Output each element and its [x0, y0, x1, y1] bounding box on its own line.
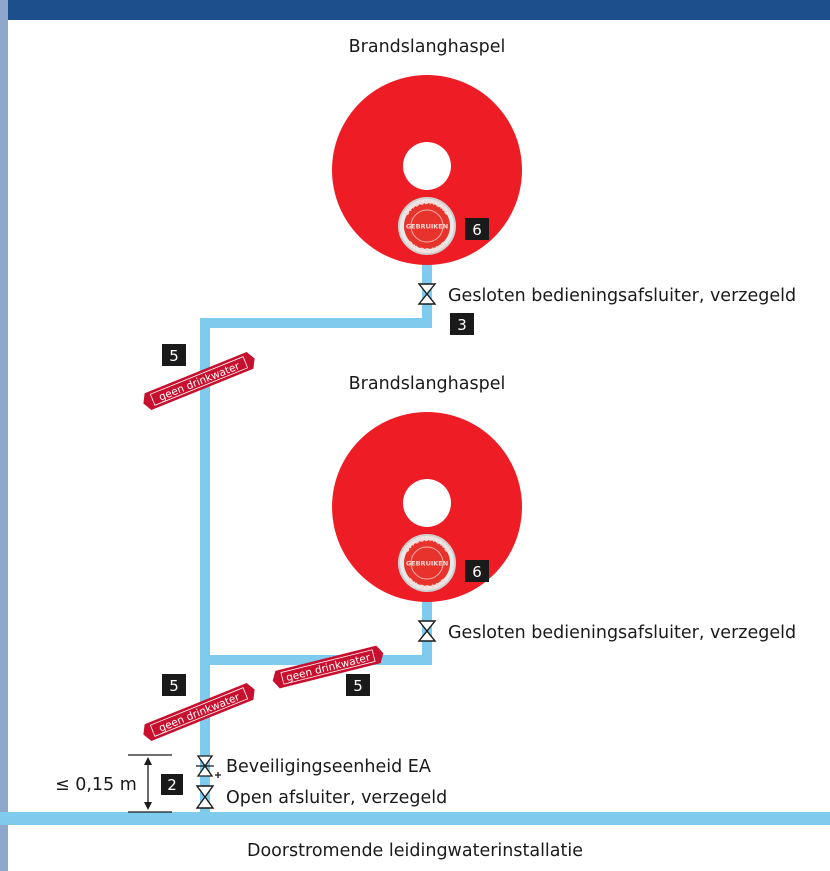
top-branch-pipe	[200, 318, 432, 328]
tag-5-top: 5	[162, 344, 186, 366]
main-pipe	[0, 812, 830, 825]
open-valve-label: Open afsluiter, verzegeld	[226, 788, 447, 808]
tag-5-left: 5	[162, 674, 186, 696]
bottom-branch-pipe	[200, 655, 432, 665]
valve-symbol-icon	[195, 785, 215, 809]
left-border	[0, 0, 8, 871]
svg-text:3: 3	[457, 316, 467, 334]
seal-bottom-line2: GEBRUIKEN	[406, 560, 448, 568]
reel-bottom-title: Brandslanghaspel	[349, 374, 506, 394]
dimension-arrow-icon	[128, 754, 172, 813]
svg-text:5: 5	[353, 677, 363, 695]
svg-text:6: 6	[472, 563, 482, 581]
reel-bottom-hub	[403, 479, 451, 527]
seal-bottom: UITSLUITEND GEBRUIKEN BIJ BRAND	[398, 534, 456, 592]
valve-symbol-icon	[417, 620, 437, 642]
height-dimension-label: ≤ 0,15 m	[55, 775, 137, 795]
svg-text:5: 5	[169, 347, 179, 365]
seal-top-line2: GEBRUIKEN	[406, 223, 448, 231]
fire-hose-reel-top: UITSLUITEND GEBRUIKEN BIJ BRAND	[332, 75, 522, 265]
reel-top-hub	[403, 142, 451, 190]
main-line-label: Doorstromende leidingwaterinstallatie	[247, 841, 583, 861]
warning-strip-low: geen drinkwater	[143, 683, 255, 741]
valve-top-label: Gesloten bedieningsafsluiter, verzegeld	[448, 286, 796, 306]
tag-5-mid: 5	[346, 674, 370, 696]
reel-top-title: Brandslanghaspel	[349, 37, 506, 57]
riser-pipe	[200, 318, 210, 812]
backflow-preventer-icon	[196, 755, 221, 778]
svg-text:5: 5	[169, 677, 179, 695]
header-bar	[0, 0, 830, 20]
svg-text:2: 2	[167, 776, 177, 794]
fire-hose-reel-bottom: UITSLUITEND GEBRUIKEN BIJ BRAND	[332, 412, 522, 602]
security-unit-label: Beveiligingseenheid EA	[226, 757, 431, 777]
tag-6-top: 6	[465, 218, 489, 240]
tag-2: 2	[161, 774, 183, 795]
tag-3: 3	[450, 313, 474, 335]
valve-symbol-icon	[417, 283, 437, 305]
svg-text:6: 6	[472, 221, 482, 239]
warning-strip-top: geen drinkwater	[143, 352, 255, 410]
tag-6-bottom: 6	[465, 560, 489, 582]
seal-top: UITSLUITEND GEBRUIKEN BIJ BRAND	[398, 197, 456, 255]
valve-bottom-label: Gesloten bedieningsafsluiter, verzegeld	[448, 623, 796, 643]
svg-text:geen drinkwater: geen drinkwater	[157, 691, 242, 735]
svg-text:geen drinkwater: geen drinkwater	[157, 360, 242, 404]
